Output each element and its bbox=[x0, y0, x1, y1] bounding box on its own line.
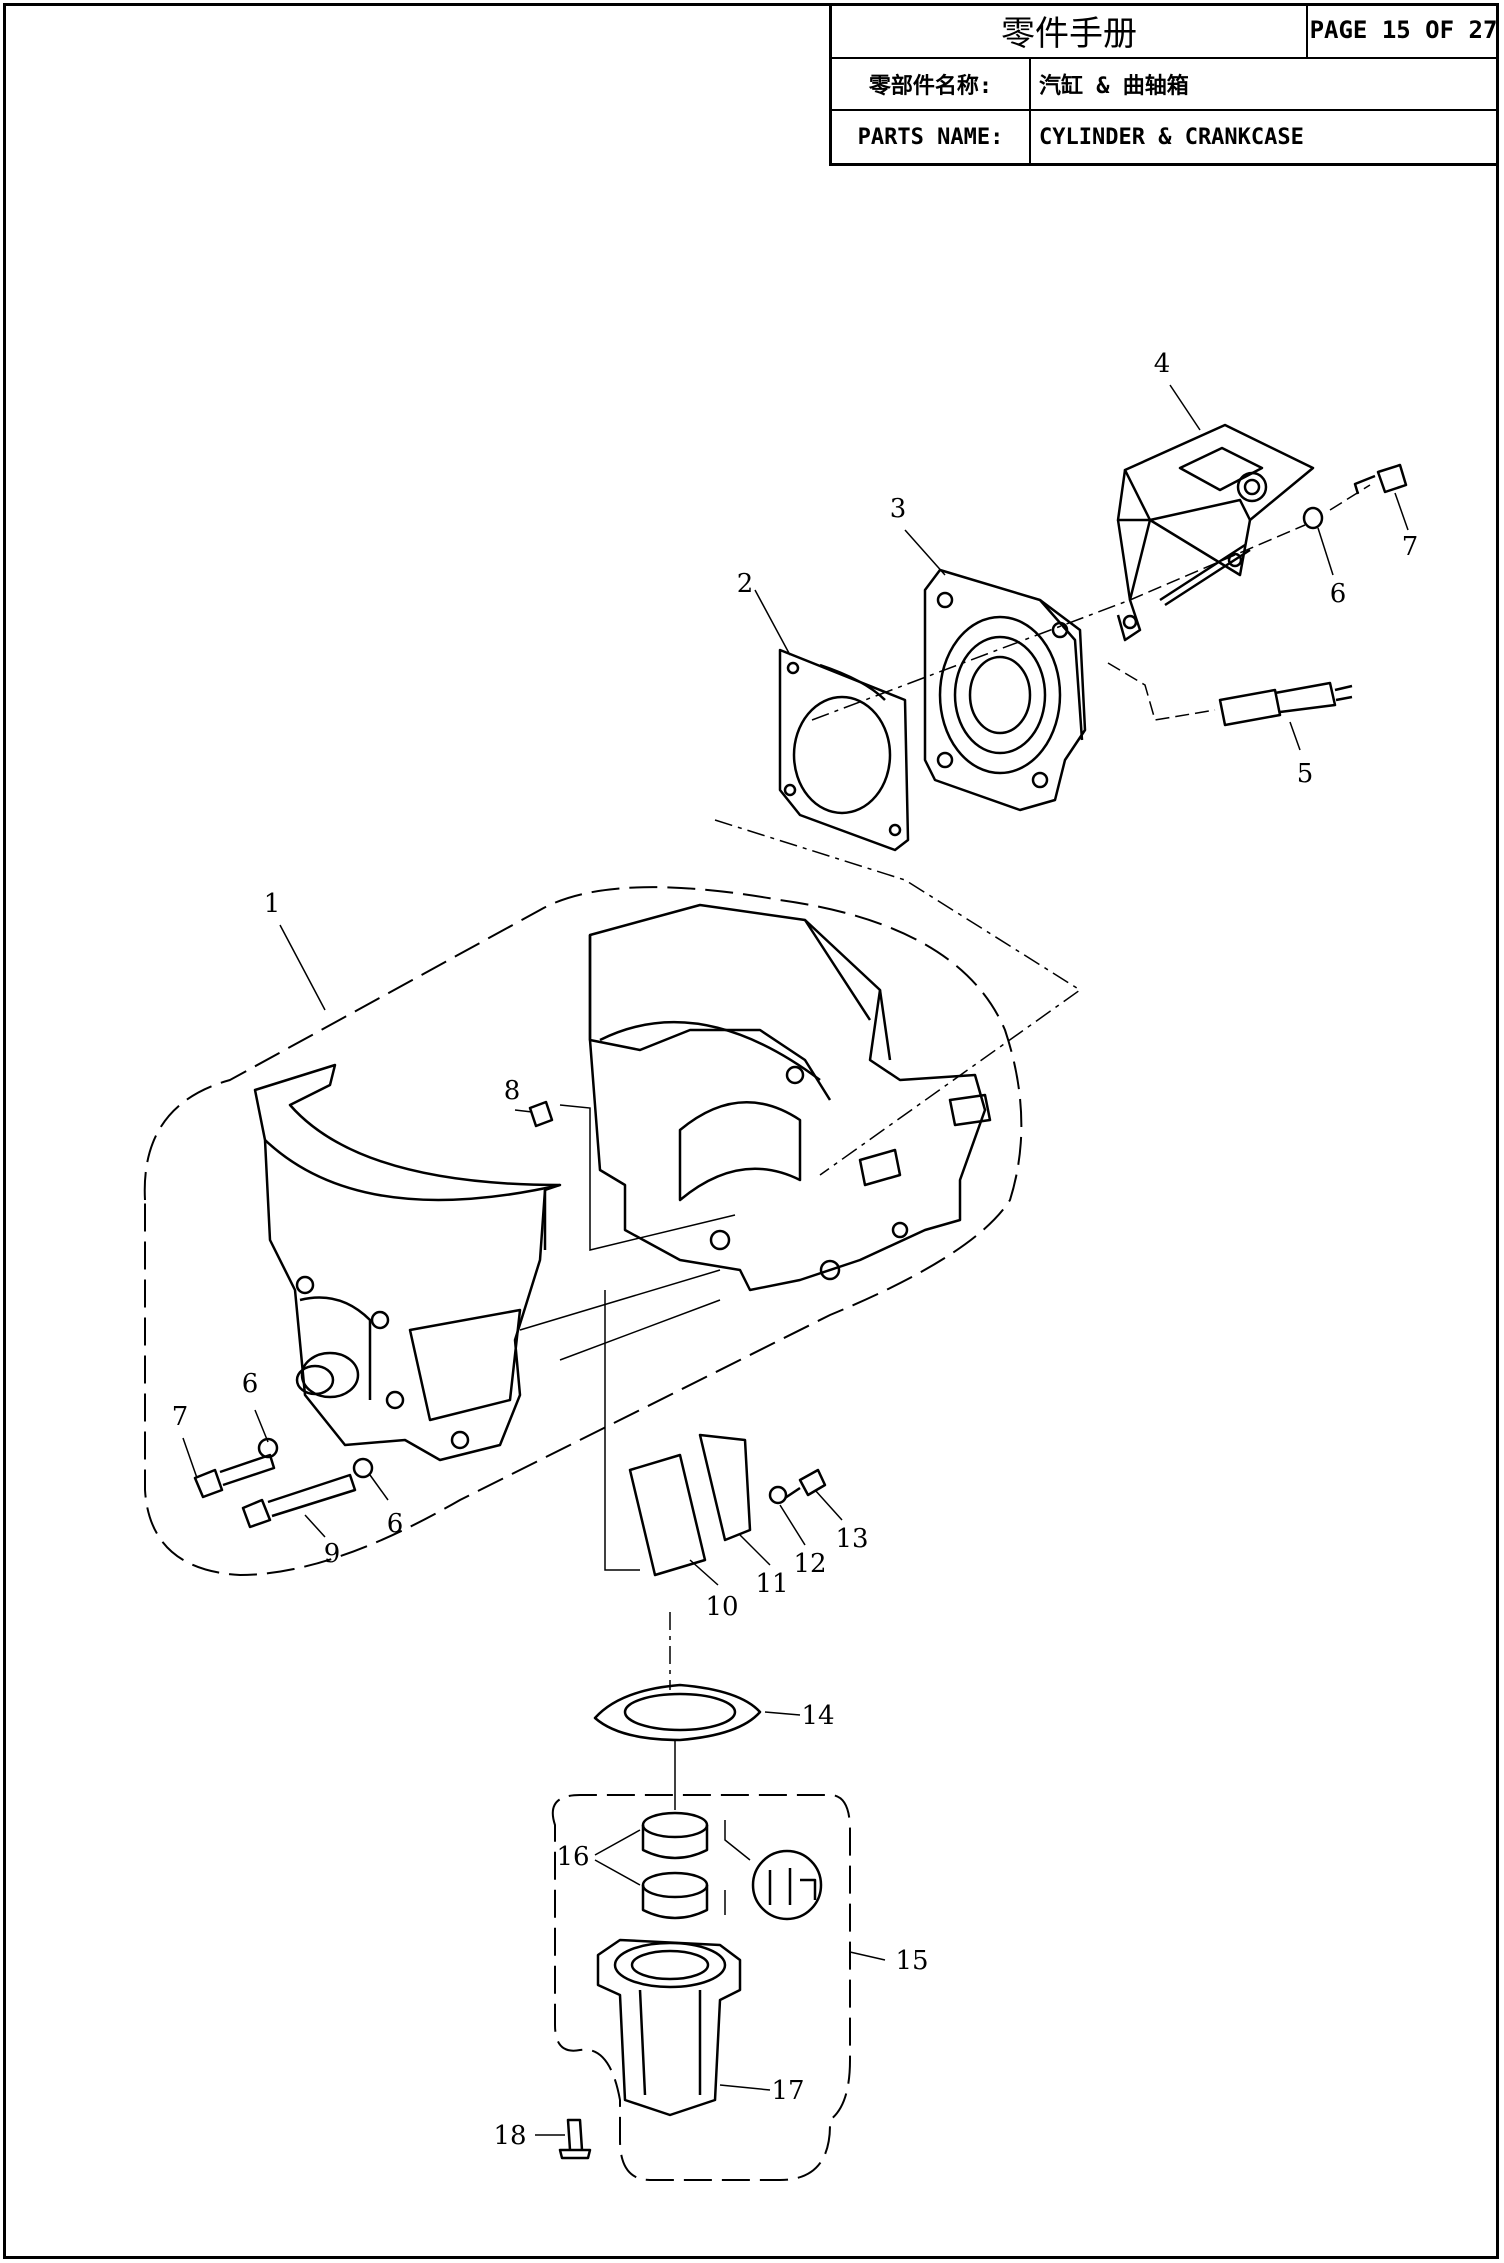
callout-labels: 1 2 3 4 5 6 6 6 7 7 8 9 10 11 12 13 14 1… bbox=[172, 349, 1419, 2151]
name-en-value: CYLINDER & CRANKCASE bbox=[1029, 111, 1499, 163]
bolt-part-7-left bbox=[193, 1453, 276, 1499]
name-cn-value: 汽缸 & 曲轴箱 bbox=[1029, 59, 1499, 109]
callout-2: 2 bbox=[737, 569, 754, 599]
page-frame bbox=[3, 3, 1499, 2259]
callout-1: 1 bbox=[264, 889, 281, 919]
callout-6-left: 6 bbox=[242, 1369, 259, 1399]
callout-7-right: 7 bbox=[1402, 532, 1419, 562]
callout-4: 4 bbox=[1154, 349, 1171, 379]
screw-part-18 bbox=[558, 2118, 592, 2160]
crankcase-right-half bbox=[588, 903, 992, 1292]
screw-part-13 bbox=[784, 1468, 827, 1500]
hardware-items bbox=[193, 463, 1408, 2160]
oil-seal-part-16-upper bbox=[641, 1811, 709, 1839]
assembly-outline-part-1 bbox=[143, 886, 1023, 1577]
callout-17: 17 bbox=[771, 2076, 804, 2106]
housing-part-17 bbox=[596, 1938, 742, 2117]
callout-14: 14 bbox=[801, 1701, 834, 1731]
spark-plug-part-5 bbox=[1218, 681, 1353, 727]
assembly-outline-part-15 bbox=[551, 1794, 851, 2181]
callout-15: 15 bbox=[895, 1946, 928, 1976]
washer-part-12 bbox=[768, 1485, 788, 1505]
callout-10: 10 bbox=[705, 1592, 738, 1622]
bolt-part-7-right bbox=[1353, 463, 1408, 495]
cylinder-gasket-part-2 bbox=[778, 648, 910, 852]
leader-lines bbox=[182, 384, 1409, 2136]
page-number: PAGE 15 OF 27 bbox=[1306, 3, 1499, 57]
washer-part-6-lower bbox=[352, 1457, 374, 1479]
callout-7-left: 7 bbox=[172, 1402, 189, 1432]
bracket-part-4 bbox=[1116, 423, 1315, 642]
title-row: 零件手册 PAGE 15 OF 27 bbox=[832, 3, 1499, 59]
oil-seal-part-16-lower bbox=[641, 1871, 709, 1899]
gasket-part-14 bbox=[593, 1683, 762, 1742]
callout-3: 3 bbox=[890, 494, 907, 524]
name-en-row: PARTS NAME: CYLINDER & CRANKCASE bbox=[832, 111, 1499, 163]
callout-11: 11 bbox=[755, 1569, 788, 1599]
name-cn-label: 零部件名称: bbox=[868, 74, 993, 99]
callout-13: 13 bbox=[835, 1524, 868, 1554]
callout-12: 12 bbox=[793, 1549, 826, 1579]
washer-part-6-upper bbox=[1302, 506, 1324, 530]
manual-title: 零件手册 bbox=[1001, 13, 1137, 54]
assembly-outlines bbox=[143, 886, 1023, 2181]
dowel-pin-part-8 bbox=[528, 1100, 554, 1128]
callout-9: 9 bbox=[324, 1539, 341, 1569]
callout-6-lower: 6 bbox=[387, 1509, 404, 1539]
guide-lines bbox=[519, 484, 1371, 1915]
reed-valve-part-11 bbox=[698, 1433, 752, 1542]
crankcase-left-half bbox=[253, 1063, 562, 1462]
name-en-label: PARTS NAME: bbox=[857, 124, 1004, 150]
bolt-part-9 bbox=[241, 1473, 357, 1529]
callout-5: 5 bbox=[1297, 759, 1314, 789]
callout-18: 18 bbox=[493, 2121, 526, 2151]
seal-detail-inset bbox=[751, 1849, 823, 1921]
cylinder-head-part-3 bbox=[923, 568, 1087, 812]
callout-16: 16 bbox=[556, 1842, 589, 1872]
name-cn-row: 零部件名称: 汽缸 & 曲轴箱 bbox=[832, 59, 1499, 111]
callout-8: 8 bbox=[504, 1076, 521, 1106]
title-block: 零件手册 PAGE 15 OF 27 零部件名称: 汽缸 & 曲轴箱 PARTS… bbox=[829, 3, 1499, 166]
callout-6-upper: 6 bbox=[1330, 579, 1347, 609]
reed-plate-part-10 bbox=[628, 1453, 707, 1577]
